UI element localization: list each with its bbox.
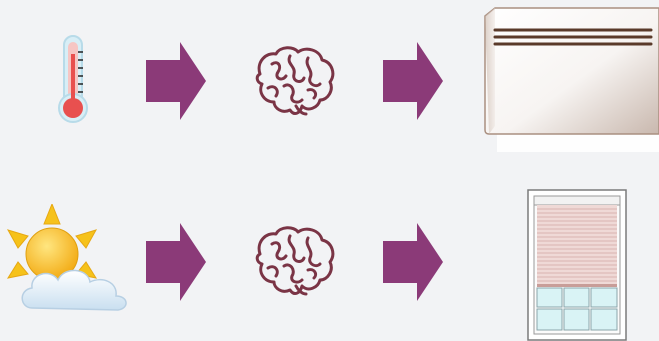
brain-icon bbox=[252, 224, 336, 296]
heater-icon bbox=[483, 6, 659, 156]
arrow-right-icon bbox=[383, 42, 443, 120]
arrow-right-icon bbox=[383, 223, 443, 301]
thermometer-icon bbox=[50, 34, 96, 126]
arrow-right-icon bbox=[146, 223, 206, 301]
sun-cloud-icon bbox=[6, 204, 130, 316]
arrow-right-icon bbox=[146, 42, 206, 120]
brain-icon bbox=[252, 44, 336, 116]
window-blind-icon bbox=[526, 188, 630, 341]
